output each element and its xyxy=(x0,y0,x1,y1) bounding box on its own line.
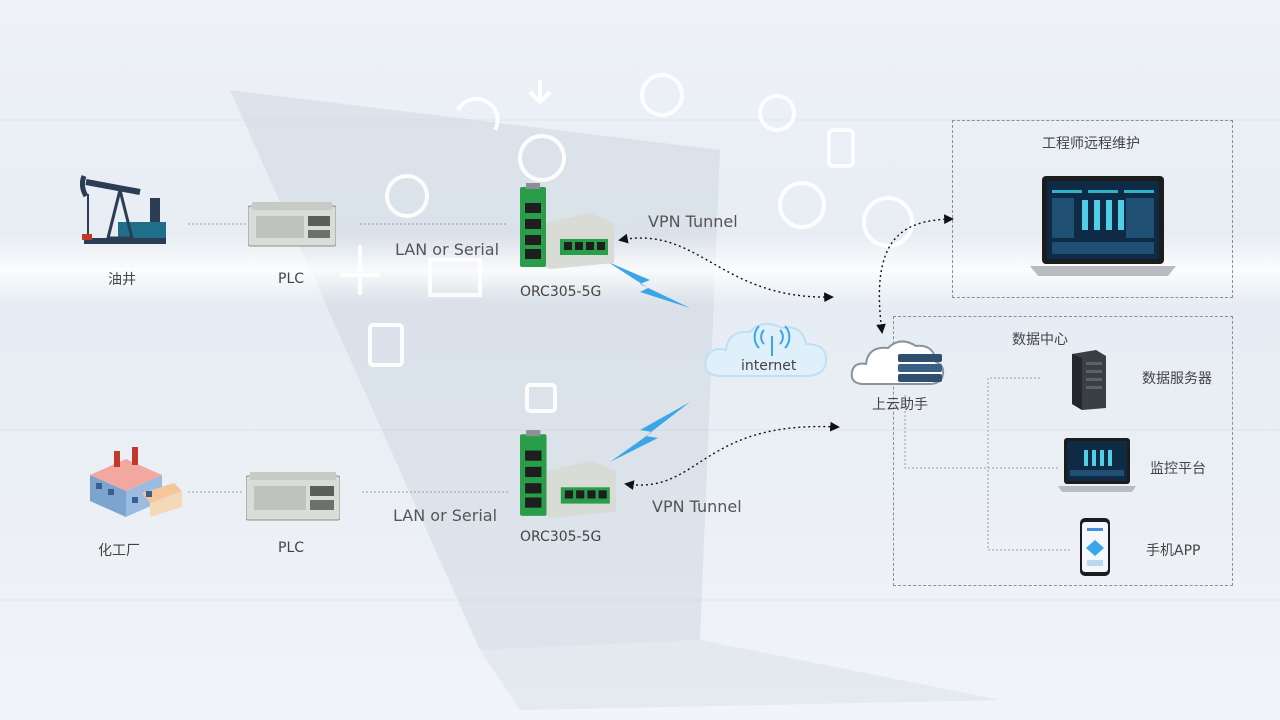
datacenter-item-3: 手机APP xyxy=(1146,543,1201,559)
plc-icon xyxy=(246,472,340,521)
engineer-box xyxy=(952,120,1233,298)
datacenter-item-1: 数据服务器 xyxy=(1142,371,1212,387)
site-2-tunnel-label: VPN Tunnel xyxy=(652,497,742,516)
site-1-router-label: ORC305-5G xyxy=(520,284,602,300)
site-2-link-label: LAN or Serial xyxy=(393,506,498,525)
site-1-label: 油井 xyxy=(108,272,136,288)
datacenter-item-2: 监控平台 xyxy=(1150,461,1206,477)
internet-label: internet xyxy=(741,358,797,374)
internet-cloud-icon xyxy=(704,322,828,377)
router-icon xyxy=(520,183,614,269)
plc-icon xyxy=(248,202,336,247)
router-icon xyxy=(520,430,616,518)
laptop-icon xyxy=(1058,438,1136,492)
site-1-plc-label: PLC xyxy=(278,271,305,287)
cloud-label: 上云助手 xyxy=(872,397,928,413)
site-2-router-label: ORC305-5G xyxy=(520,529,602,545)
phone-icon xyxy=(1080,518,1110,576)
datacenter-box xyxy=(893,316,1233,586)
server-icon xyxy=(1072,350,1106,410)
datacenter-title: 数据中心 xyxy=(1012,332,1068,348)
chemical-plant-icon xyxy=(90,447,182,517)
site-2-plc-label: PLC xyxy=(278,540,305,556)
oil-well-icon xyxy=(80,175,166,244)
site-2-label: 化工厂 xyxy=(98,543,140,559)
site-1-link-label: LAN or Serial xyxy=(395,240,500,259)
cloud-server-icon xyxy=(850,340,945,385)
engineer-title: 工程师远程维护 xyxy=(1042,136,1140,152)
site-1-tunnel-label: VPN Tunnel xyxy=(648,212,738,231)
laptop-icon xyxy=(1030,176,1176,276)
